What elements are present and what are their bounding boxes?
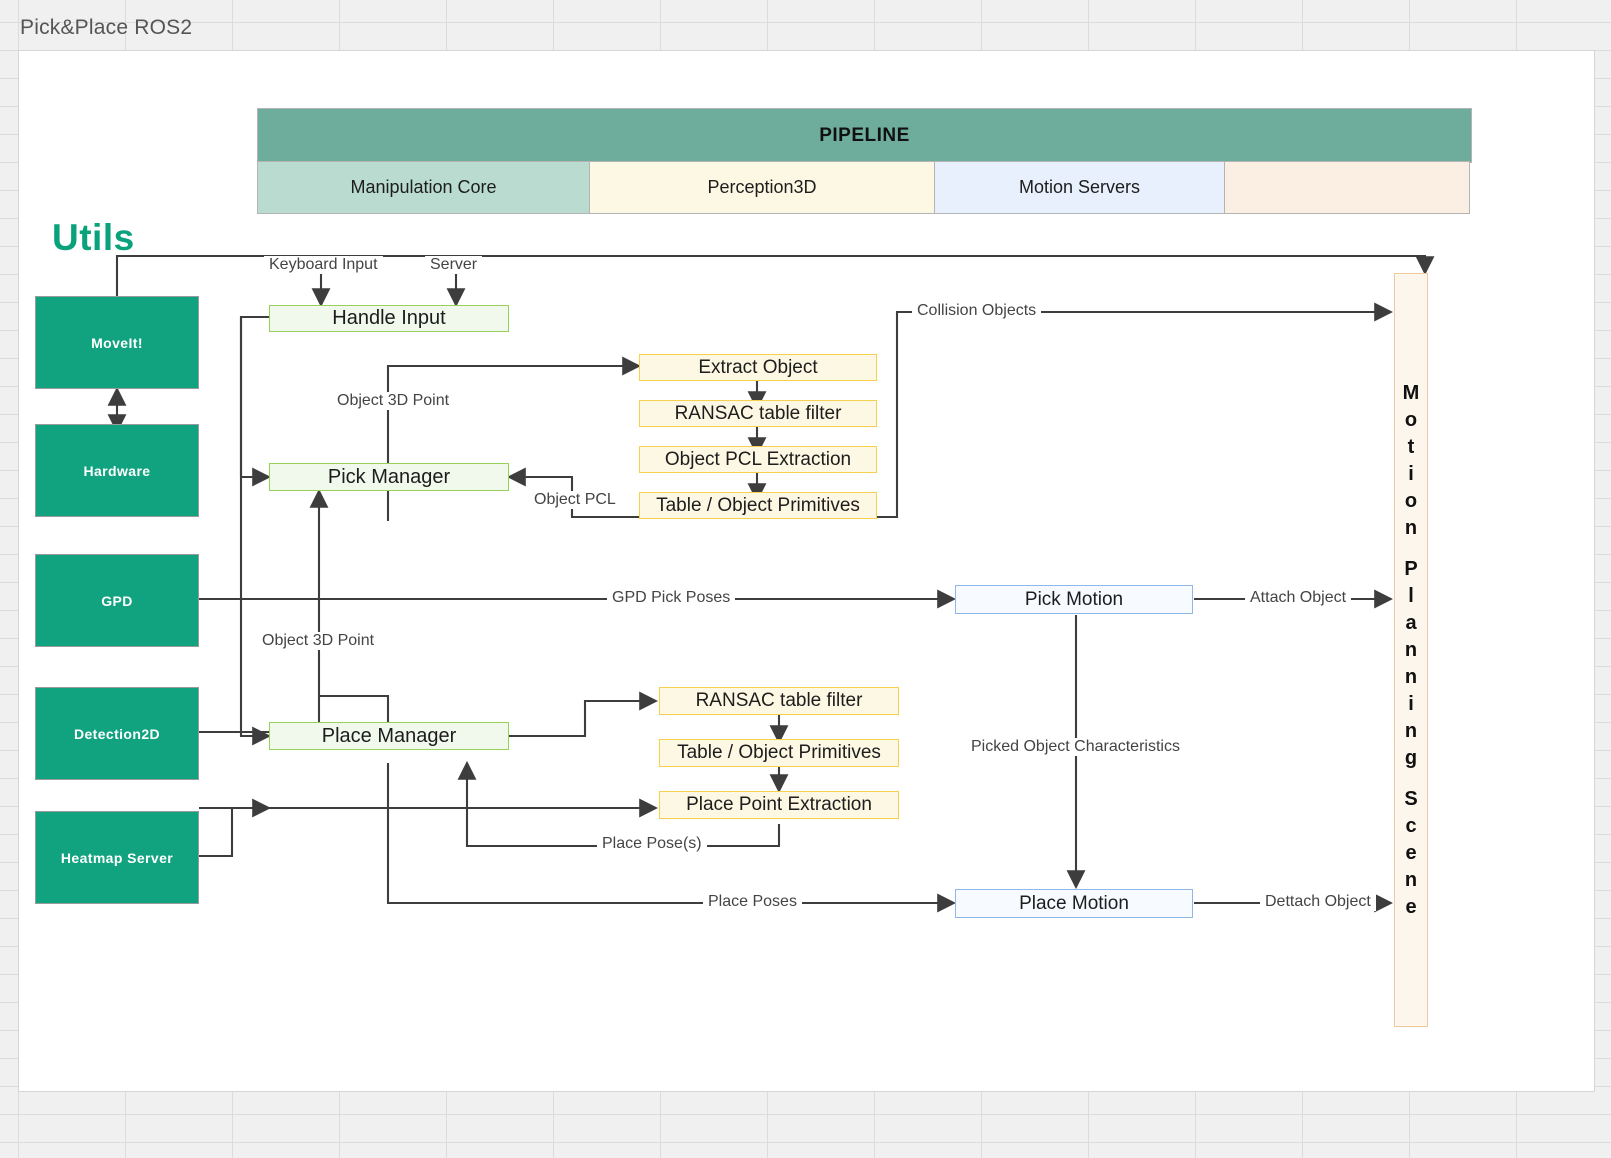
pipeline-header-label: PIPELINE — [819, 124, 910, 146]
core-node-pick-manager[interactable]: Pick Manager — [269, 463, 509, 491]
node-label: Place Motion — [1019, 892, 1129, 914]
perception-node-ransac-table-filter-pick[interactable]: RANSAC table filter — [639, 400, 877, 427]
perception-node-ransac-table-filter-place[interactable]: RANSAC table filter — [659, 687, 899, 715]
node-label: Place Point Extraction — [686, 794, 872, 815]
node-label: Detection2D — [73, 725, 161, 742]
planning-scene-char: n — [1404, 516, 1418, 539]
util-node-moveit[interactable]: MoveIt! — [35, 296, 199, 389]
motion-node-pick-motion[interactable]: Pick Motion — [955, 585, 1193, 614]
planning-scene-char: e — [1405, 895, 1417, 918]
edge-label-dettach-object: Dettach Object — [1260, 893, 1376, 911]
node-label: Pick Motion — [1024, 588, 1124, 610]
perception-node-extract-object[interactable]: Extract Object — [639, 354, 877, 381]
edge-label-object-3d-point-bottom: Object 3D Point — [257, 632, 380, 650]
node-label: Hardware — [83, 462, 151, 479]
diagram-canvas[interactable]: PIPELINE Manipulation Core Perception3D … — [18, 50, 1595, 1092]
pipeline-header-bar: PIPELINE — [257, 108, 1472, 163]
edge-label-place-poses-inner: Place Pose(s) — [597, 835, 707, 853]
node-label: Heatmap Server — [60, 849, 174, 866]
core-node-handle-input[interactable]: Handle Input — [269, 305, 509, 332]
planning-scene-char: i — [1408, 692, 1414, 715]
planning-scene-char: i — [1408, 462, 1414, 485]
node-label: Table / Object Primitives — [656, 494, 860, 516]
planning-scene-char: t — [1407, 435, 1415, 458]
planning-scene-char: n — [1404, 665, 1418, 688]
planning-scene-char: n — [1404, 719, 1418, 742]
planning-scene-char: g — [1404, 746, 1418, 769]
node-label: Handle Input — [332, 307, 446, 329]
lane-label: Perception3D — [707, 177, 817, 197]
planning-scene-char: n — [1404, 868, 1418, 891]
planning-scene-char: P — [1404, 557, 1418, 580]
lane-manipulation-core[interactable]: Manipulation Core — [257, 161, 590, 214]
lane-empty[interactable] — [1225, 161, 1470, 214]
edge-label-attach-object: Attach Object — [1245, 589, 1352, 607]
node-label: Extract Object — [698, 356, 818, 378]
planning-scene-char: a — [1405, 611, 1417, 634]
lane-motion-servers[interactable]: Motion Servers — [935, 161, 1225, 214]
perception-node-table-object-primitives-place[interactable]: Table / Object Primitives — [659, 739, 899, 767]
planning-scene-char: o — [1404, 408, 1418, 431]
utils-section-title: Utils — [52, 217, 135, 258]
perception-node-object-pcl-extraction[interactable]: Object PCL Extraction — [639, 446, 877, 473]
node-label: MoveIt! — [91, 334, 143, 351]
planning-scene-char: n — [1404, 638, 1418, 661]
util-node-detection2d[interactable]: Detection2D — [35, 687, 199, 780]
planning-scene-char: e — [1405, 841, 1417, 864]
edge-label-object-pcl: Object PCL — [529, 491, 621, 509]
document-title: Pick&Place ROS2 — [20, 16, 193, 39]
node-label: RANSAC table filter — [695, 690, 863, 711]
edge-label-keyboard-input: Keyboard Input — [264, 256, 383, 274]
perception-node-place-point-extraction[interactable]: Place Point Extraction — [659, 791, 899, 819]
planning-scene-char: M — [1402, 381, 1420, 404]
edge-label-object-3d-point-top: Object 3D Point — [332, 392, 455, 410]
swimlane-row: Manipulation Core Perception3D Motion Se… — [257, 161, 1470, 214]
edge-label-place-poses: Place Poses — [703, 893, 802, 911]
node-label: Table / Object Primitives — [677, 742, 881, 763]
util-node-hardware[interactable]: Hardware — [35, 424, 199, 517]
planning-scene-char: S — [1404, 787, 1418, 810]
util-node-heatmap-server[interactable]: Heatmap Server — [35, 811, 199, 904]
core-node-place-manager[interactable]: Place Manager — [269, 722, 509, 750]
perception-node-table-object-primitives-pick[interactable]: Table / Object Primitives — [639, 492, 877, 519]
lane-perception3d[interactable]: Perception3D — [590, 161, 935, 214]
node-label: Pick Manager — [327, 465, 451, 488]
edge-label-picked-object-characteristics: Picked Object Characteristics — [966, 738, 1185, 756]
lane-label: Manipulation Core — [350, 177, 497, 197]
edge-label-gpd-pick-poses: GPD Pick Poses — [607, 589, 736, 607]
node-label: GPD — [101, 592, 133, 609]
motion-node-place-motion[interactable]: Place Motion — [955, 889, 1193, 918]
node-label: Object PCL Extraction — [664, 448, 852, 470]
util-node-gpd[interactable]: GPD — [35, 554, 199, 647]
lane-label: Motion Servers — [1018, 177, 1141, 197]
planning-scene-char: l — [1408, 584, 1414, 607]
node-label: Place Manager — [321, 724, 457, 747]
edge-label-server: Server — [425, 256, 483, 274]
planning-scene-char: o — [1404, 489, 1418, 512]
planning-scene-char: c — [1405, 814, 1417, 837]
node-label: RANSAC table filter — [674, 402, 842, 424]
edge-label-collision-objects: Collision Objects — [912, 302, 1042, 320]
